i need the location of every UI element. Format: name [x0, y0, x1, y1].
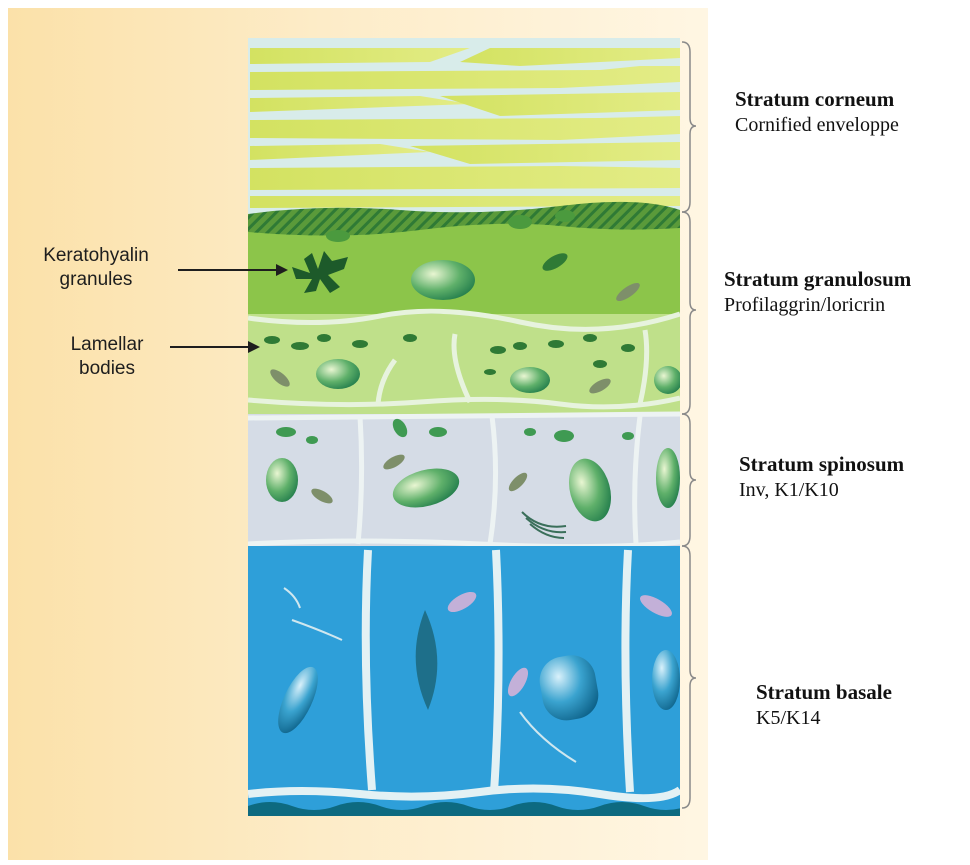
stratum-basale-layer — [248, 546, 688, 816]
lamellar-bodies-label: Lamellar bodies — [44, 333, 170, 381]
lamellar-line1: Lamellar — [44, 333, 170, 357]
layer-name: Stratum granulosum — [724, 266, 911, 292]
layer-markers: Profilaggrin/loricrin — [724, 292, 911, 318]
stratum-granulosum-layer — [248, 202, 682, 414]
layer-name: Stratum basale — [756, 679, 892, 705]
stratum-granulosum-label: Stratum granulosum Profilaggrin/loricrin — [724, 266, 911, 318]
lamellar-line2: bodies — [44, 357, 170, 381]
layer-name: Stratum corneum — [735, 86, 899, 112]
basale-brace — [682, 546, 696, 808]
spinosum-brace — [682, 414, 696, 546]
stratum-corneum-layer — [248, 38, 680, 218]
layer-markers: Inv, K1/K10 — [739, 477, 904, 503]
stratum-spinosum-layer — [248, 414, 680, 547]
corneum-brace — [682, 42, 696, 212]
layer-name: Stratum spinosum — [739, 451, 904, 477]
lamellar-arrow — [170, 341, 260, 353]
layer-markers: K5/K14 — [756, 705, 892, 731]
stratum-corneum-label: Stratum corneum Cornified enveloppe — [735, 86, 899, 138]
stratum-spinosum-label: Stratum spinosum Inv, K1/K10 — [739, 451, 904, 503]
keratohyalin-line1: Keratohyalin — [16, 244, 176, 268]
layer-markers: Cornified enveloppe — [735, 112, 899, 138]
granulosum-brace — [682, 212, 696, 414]
keratohyalin-line2: granules — [16, 268, 176, 292]
layer-braces — [682, 42, 696, 808]
keratohyalin-granules-label: Keratohyalin granules — [16, 244, 176, 292]
stratum-basale-label: Stratum basale K5/K14 — [756, 679, 892, 731]
